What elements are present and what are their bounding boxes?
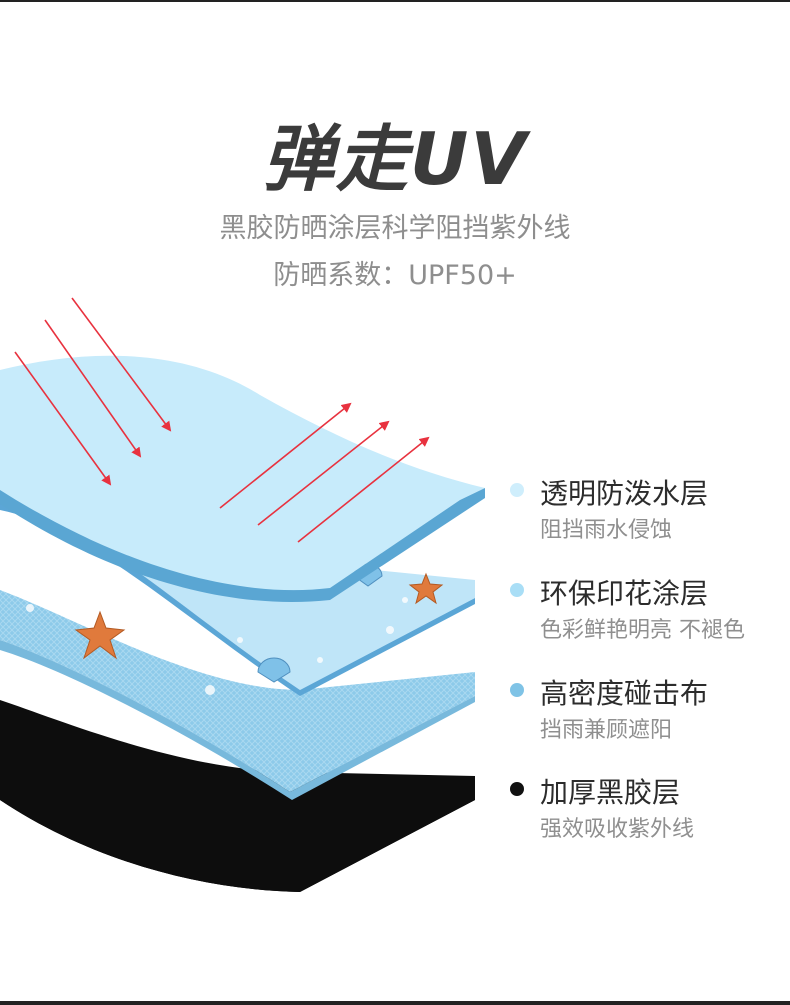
starfish-icon: [74, 572, 444, 660]
fabric-layers-illustration: [0, 297, 485, 892]
layer-color-dot: [510, 483, 524, 497]
layer-description: 阻挡雨水侵蚀: [540, 518, 673, 543]
page-title: 弹走UV: [261, 117, 529, 201]
top-border: [0, 0, 790, 2]
black-glue-layer: [0, 700, 475, 892]
layer-color-dot: [510, 583, 524, 597]
layer-name: 加厚黑胶层: [540, 776, 681, 809]
layer-description: 色彩鲜艳明亮 不褪色: [540, 618, 745, 643]
waterproof-layer: [0, 355, 485, 603]
subtitle-upf-rating: 防晒系数：UPF50+: [273, 260, 517, 291]
layer-color-dot: [510, 683, 524, 697]
uv-reflected-arrows: [219, 402, 430, 543]
layer-name: 高密度碰击布: [540, 677, 709, 710]
high-density-fabric-layer: [0, 590, 475, 800]
uv-incoming-arrows: [14, 297, 172, 486]
layer-color-dot: [510, 782, 524, 796]
subtitle-description: 黑胶防晒涂层科学阻挡紫外线: [219, 213, 571, 244]
layer-name: 环保印花涂层: [540, 577, 709, 610]
bottom-border: [0, 1001, 790, 1005]
bubble-dots: [26, 537, 408, 695]
layer-name: 透明防泼水层: [540, 477, 709, 510]
layer-description: 强效吸收紫外线: [540, 817, 695, 842]
layer-description: 挡雨兼顾遮阳: [540, 718, 673, 743]
